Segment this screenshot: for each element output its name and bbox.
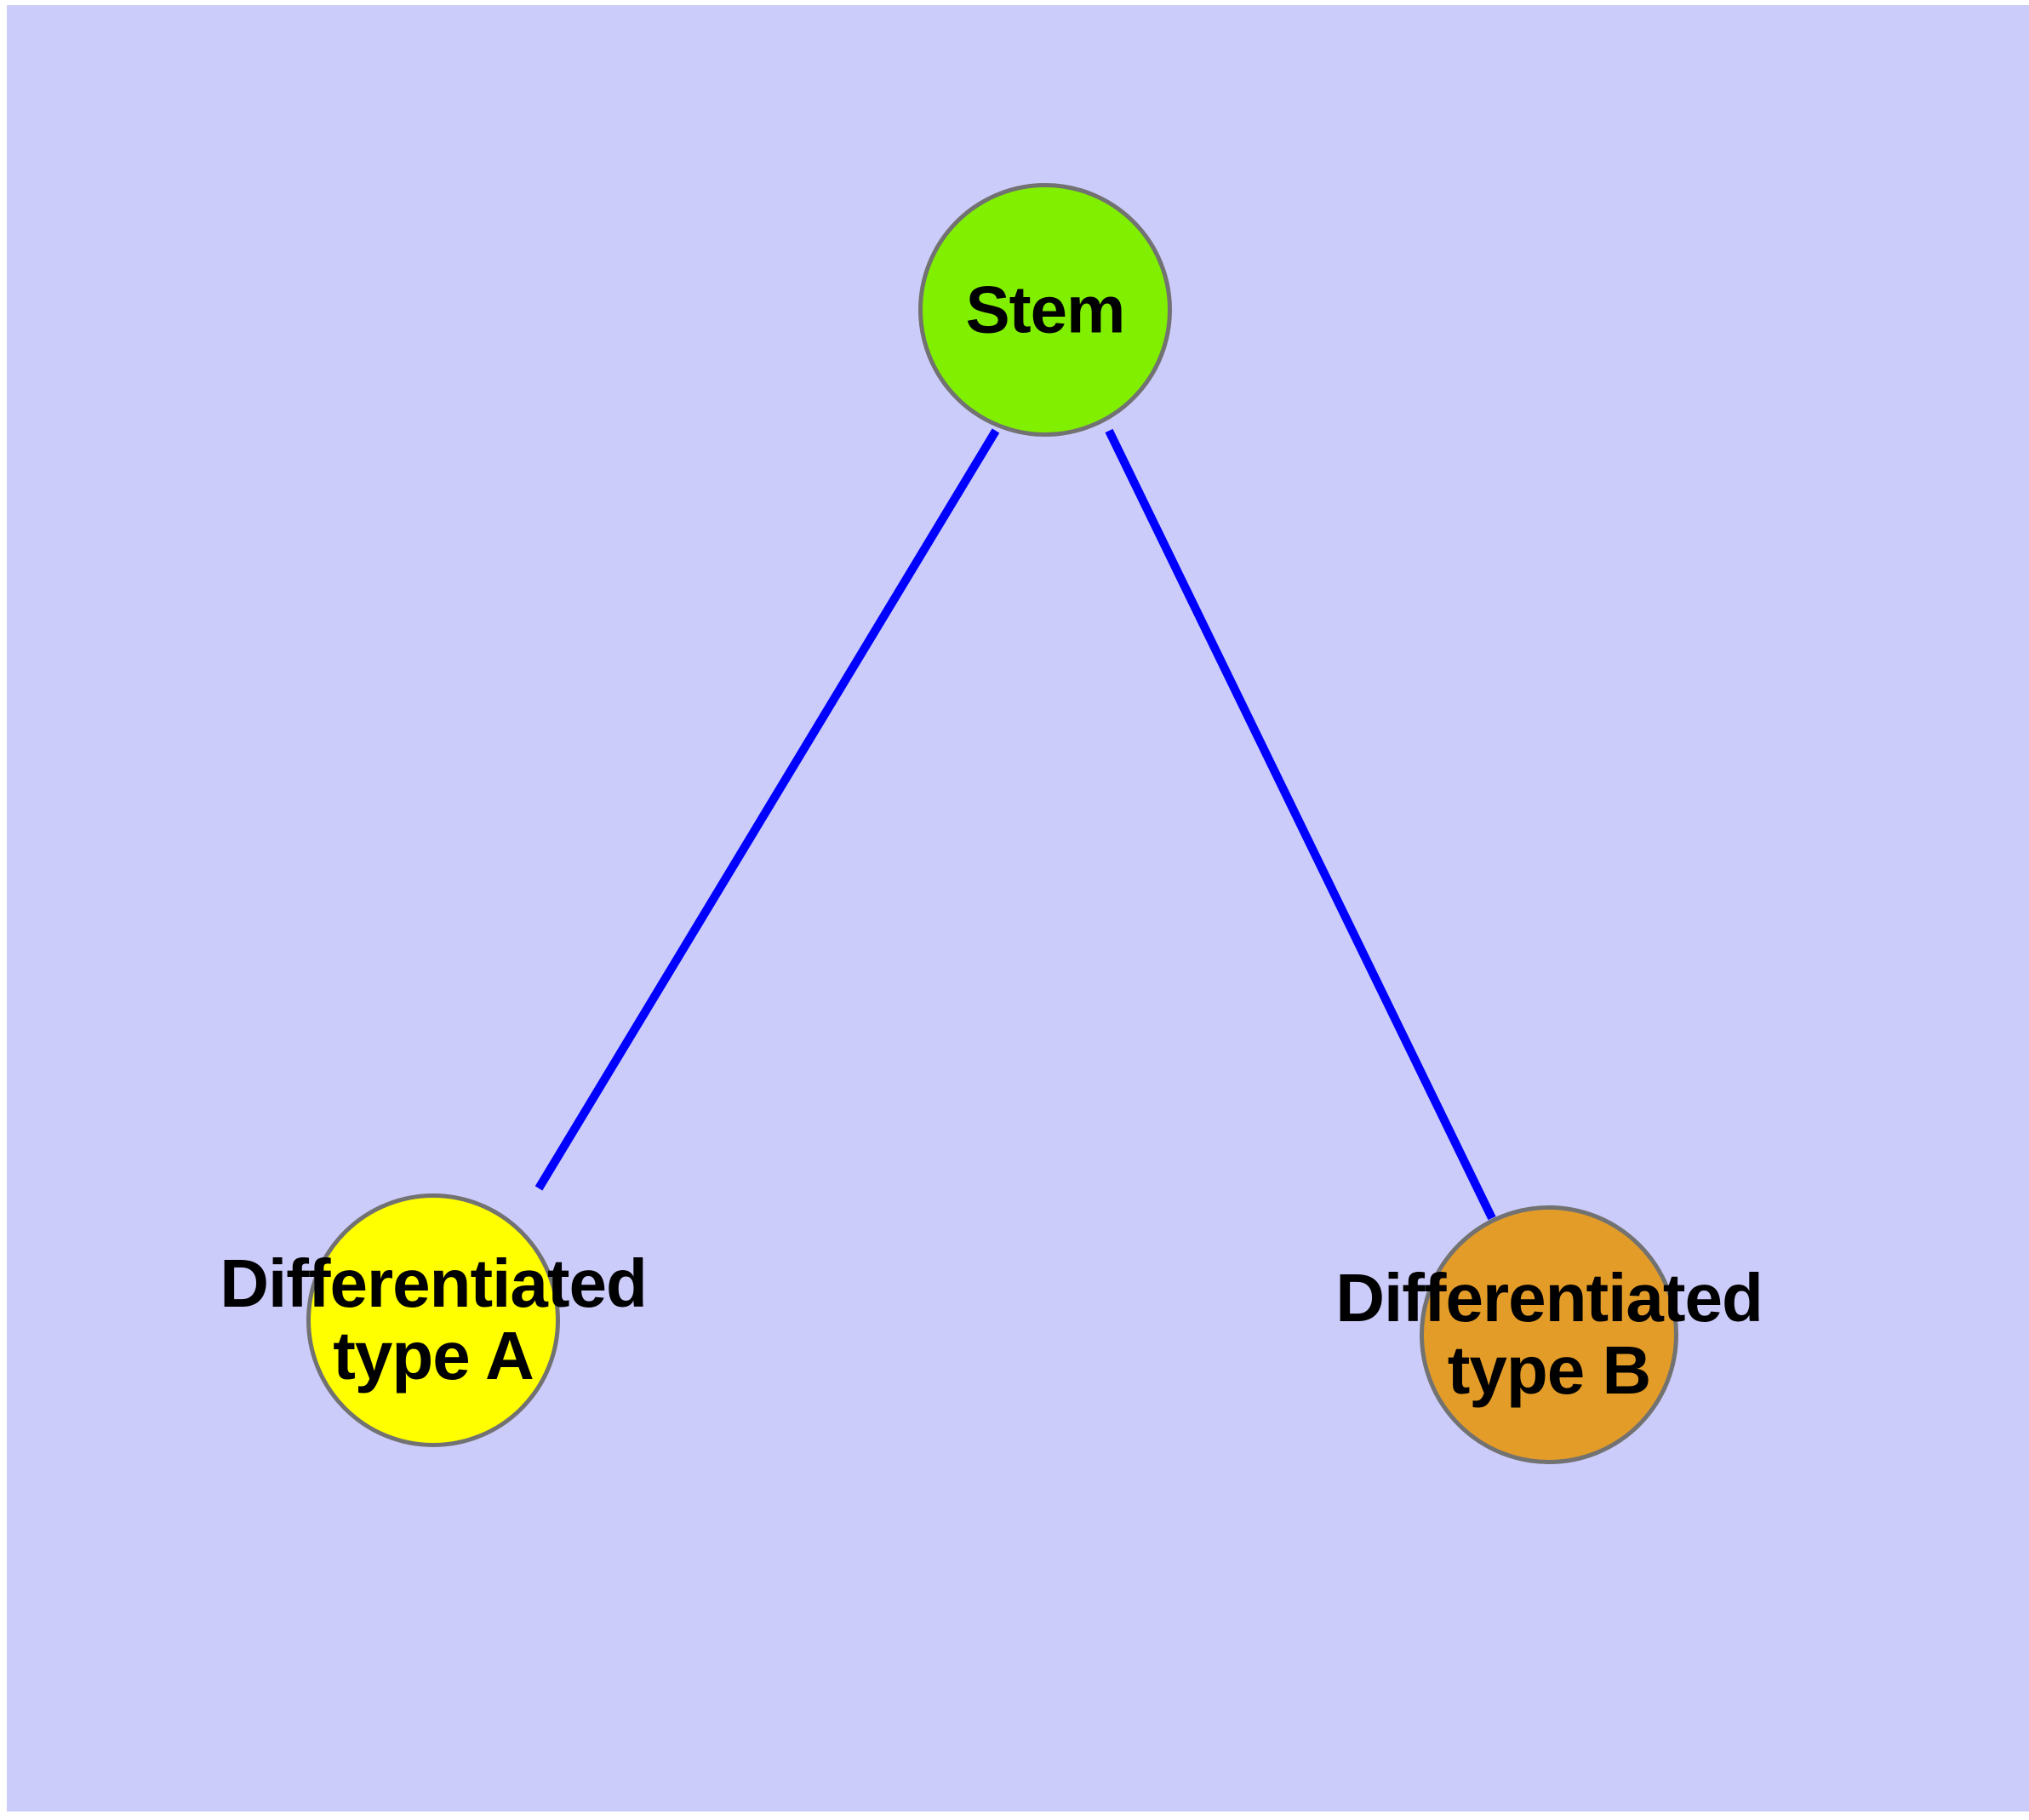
graph-plot-area: Stem Differentiated type A Differentiate… [7, 5, 2029, 1811]
edge-layer [534, 428, 1496, 1221]
node-stem-label: Stem [965, 272, 1126, 347]
node-differentiated-type-a-label-line2: type A [333, 1318, 534, 1394]
edge-stem-to-differentiated-type-a[interactable] [534, 428, 1000, 1191]
node-stem[interactable]: Stem [918, 183, 1172, 437]
node-differentiated-type-a[interactable]: Differentiated type A [220, 1193, 648, 1447]
node-differentiated-type-b-label-line2: type B [1447, 1332, 1651, 1408]
node-differentiated-type-b[interactable]: Differentiated type B [1335, 1205, 1763, 1464]
edge-stem-to-differentiated-type-b[interactable] [1105, 428, 1496, 1221]
